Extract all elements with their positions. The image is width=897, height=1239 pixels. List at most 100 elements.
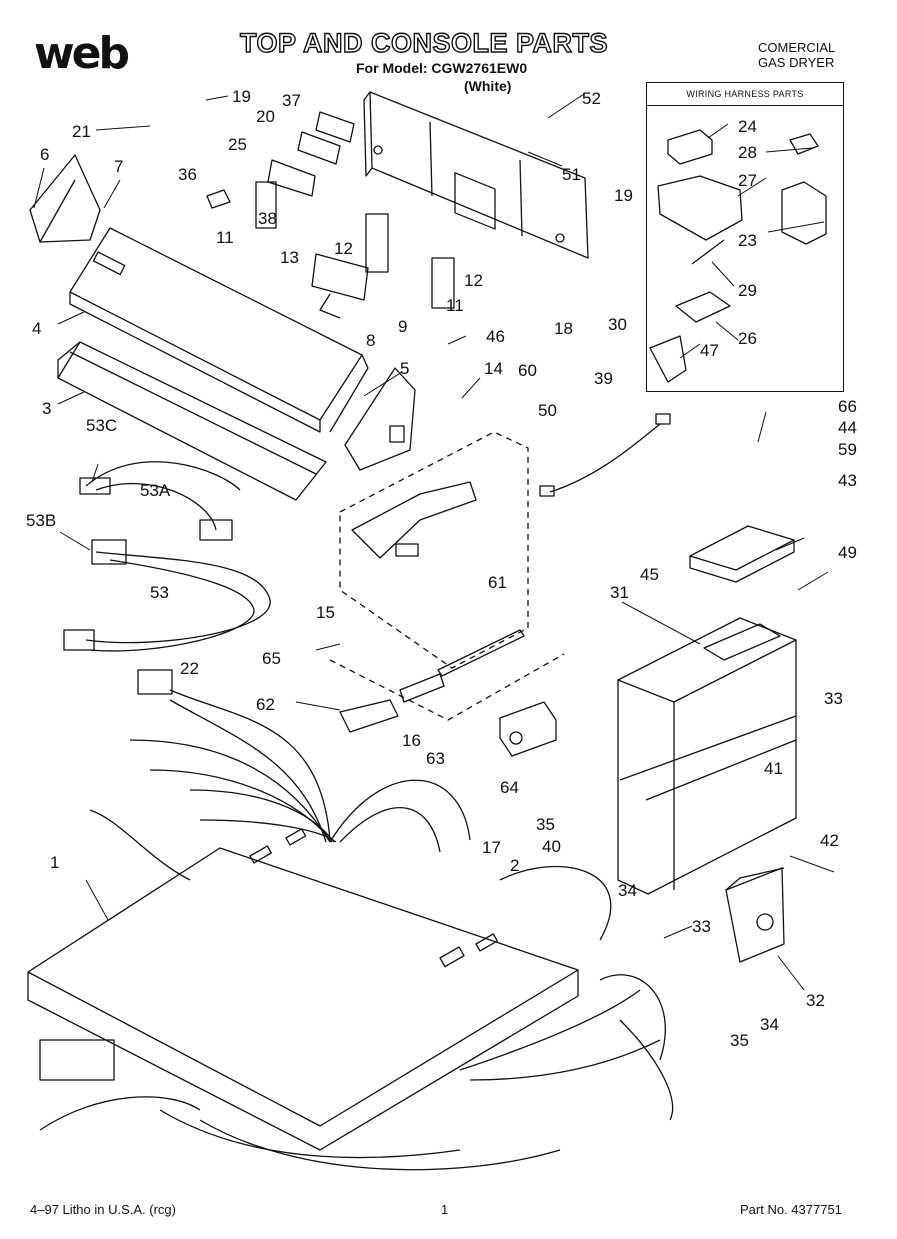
lock-bracket xyxy=(339,673,445,733)
part-label: 30 xyxy=(608,315,627,334)
bottom-harness xyxy=(39,865,674,1171)
part-label: 2 xyxy=(510,856,519,875)
part-label: 34 xyxy=(760,1015,779,1034)
footer-litho: 4–97 Litho in U.S.A. (rcg) xyxy=(30,1202,176,1217)
wire-39 xyxy=(539,413,671,497)
part-label: 29 xyxy=(738,281,757,300)
part-label: 1 xyxy=(50,853,59,872)
part-label: 23 xyxy=(738,231,757,250)
part-label: 31 xyxy=(610,583,629,602)
switch-body xyxy=(351,481,477,559)
brand-logo: web xyxy=(34,28,130,79)
part-label: 36 xyxy=(178,165,197,184)
category-line-2: GAS DRYER xyxy=(758,55,835,70)
part-label: 12 xyxy=(334,239,353,258)
dryer-top-panel xyxy=(27,828,579,1151)
harness-53 xyxy=(63,461,271,652)
part-label: 38 xyxy=(258,209,277,228)
door-switch-assembly xyxy=(329,431,565,721)
part-label: 51 xyxy=(562,165,581,184)
part-label: 25 xyxy=(228,135,247,154)
part-label: 59 xyxy=(838,440,857,459)
part-label: 28 xyxy=(738,143,757,162)
burner-cabinet xyxy=(617,617,797,895)
part-label: 45 xyxy=(640,565,659,584)
part-label: 37 xyxy=(282,91,301,110)
part-label: 16 xyxy=(402,731,421,750)
part-label: 9 xyxy=(398,317,407,336)
part-label: 27 xyxy=(738,171,757,190)
model-line: For Model: CGW2761EW0 xyxy=(356,60,528,76)
part-label: 19 xyxy=(614,186,633,205)
part-label: 35 xyxy=(536,815,555,834)
part-label: 41 xyxy=(764,759,783,778)
solenoid xyxy=(499,701,557,757)
part-label: 61 xyxy=(488,573,507,592)
part-label: 20 xyxy=(256,107,275,126)
part-label: 4 xyxy=(32,319,41,338)
part-label: 53B xyxy=(26,511,56,530)
part-label: 62 xyxy=(256,695,275,714)
part-label: 11 xyxy=(216,228,234,247)
category-line-1: COMERCIAL xyxy=(758,40,836,55)
mounting-plate xyxy=(689,525,795,583)
part-label: 33 xyxy=(824,689,843,708)
part-label: 22 xyxy=(180,659,199,678)
part-label: 19 xyxy=(232,87,251,106)
wiring-harness-title: WIRING HARNESS PARTS xyxy=(647,83,843,106)
part-label: 53 xyxy=(150,583,169,602)
color-line: (White) xyxy=(464,78,512,94)
timer-bracket xyxy=(206,111,455,319)
part-label: 52 xyxy=(582,89,601,108)
part-label: 26 xyxy=(738,329,757,348)
leader-lines xyxy=(33,93,835,991)
end-cap-left xyxy=(29,154,101,243)
part-label: 7 xyxy=(114,157,123,176)
footer-page-number: 1 xyxy=(441,1202,449,1217)
part-label: 46 xyxy=(486,327,505,346)
part-label: 60 xyxy=(518,361,537,380)
part-label: 32 xyxy=(806,991,825,1010)
part-number-labels: 19 21 20 37 6 7 25 36 38 11 13 12 52 51 … xyxy=(26,87,857,1050)
harness-22 xyxy=(89,669,471,881)
harness-parts xyxy=(649,129,827,383)
part-label: 15 xyxy=(316,603,335,622)
part-label: 49 xyxy=(838,543,857,562)
part-label: 13 xyxy=(280,248,299,267)
part-label: 5 xyxy=(400,359,409,378)
part-label: 34 xyxy=(618,881,637,900)
part-label: 8 xyxy=(366,331,375,350)
console-base xyxy=(57,341,327,501)
console-rear-panel xyxy=(363,91,589,259)
part-label: 39 xyxy=(594,369,613,388)
part-label: 21 xyxy=(72,122,91,141)
part-label: 43 xyxy=(838,471,857,490)
part-label: 40 xyxy=(542,837,561,856)
part-label: 42 xyxy=(820,831,839,850)
part-label: 14 xyxy=(484,359,503,378)
part-label: 3 xyxy=(42,399,51,418)
valve-bracket xyxy=(725,867,785,963)
end-cap-right xyxy=(344,367,416,471)
part-label: 35 xyxy=(730,1031,749,1050)
part-label: 66 xyxy=(838,397,857,416)
part-label: 12 xyxy=(464,271,483,290)
page-title: TOP AND CONSOLE PARTS xyxy=(239,27,609,58)
part-label: 18 xyxy=(554,319,573,338)
part-label: 53C xyxy=(86,416,117,435)
part-label: 64 xyxy=(500,778,519,797)
part-label: 33 xyxy=(692,917,711,936)
footer-part-number: Part No. 4377751 xyxy=(740,1202,842,1217)
part-label: 50 xyxy=(538,401,557,420)
part-label: 47 xyxy=(700,341,719,360)
part-label: 63 xyxy=(426,749,445,768)
part-label: 6 xyxy=(40,145,49,164)
part-label: 24 xyxy=(738,117,757,136)
part-label: 65 xyxy=(262,649,281,668)
part-label: 44 xyxy=(838,418,857,437)
control-panel xyxy=(69,227,369,433)
part-label: 53A xyxy=(140,481,171,500)
wiring-harness-box: WIRING HARNESS PARTS xyxy=(646,82,844,392)
